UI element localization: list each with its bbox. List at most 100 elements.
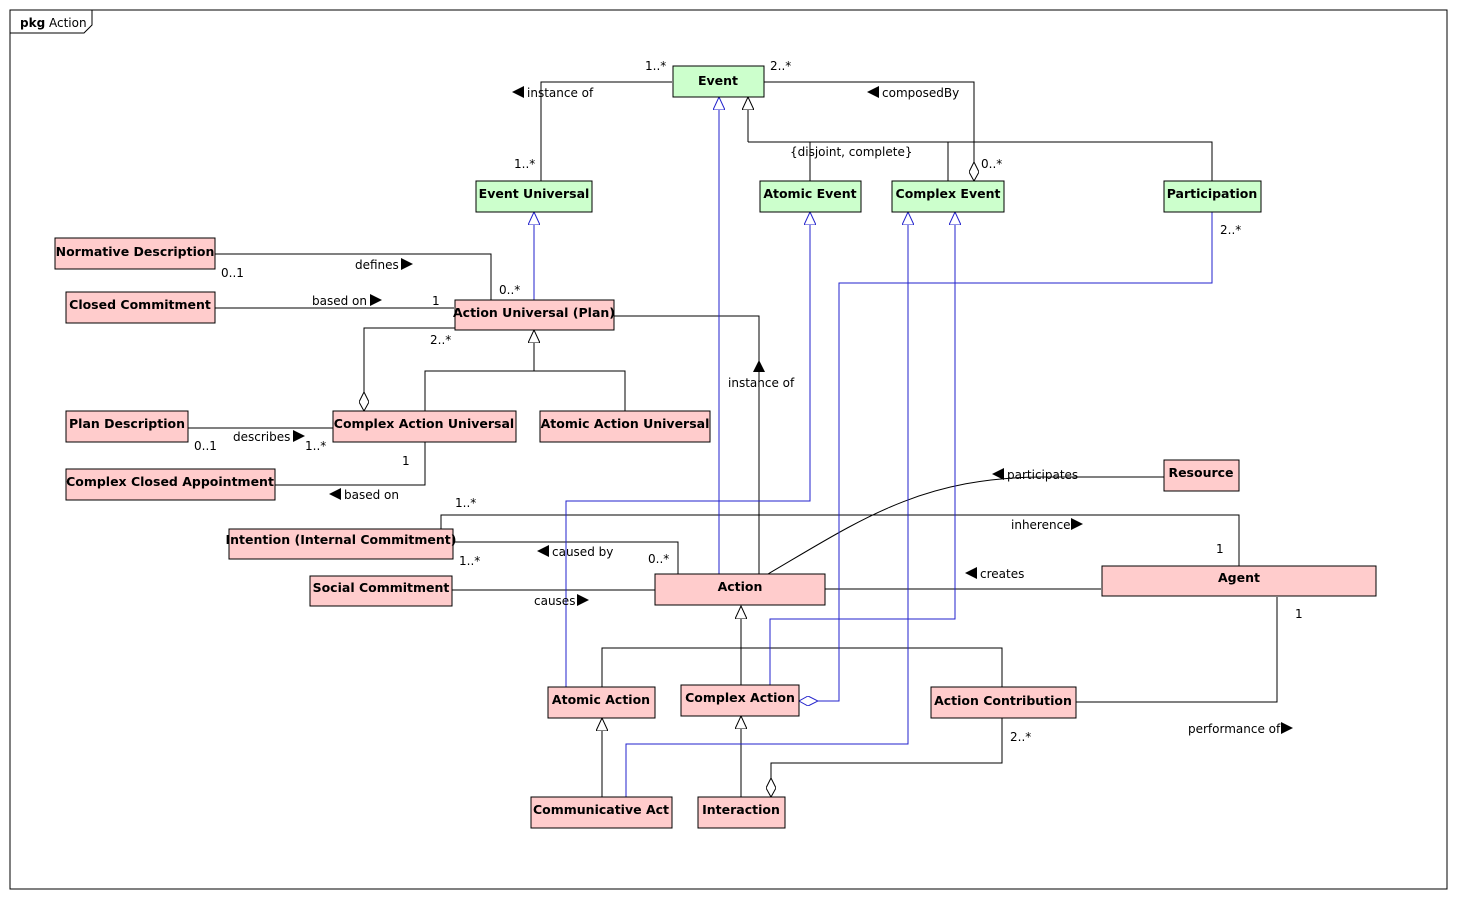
frame-keyword: pkg (20, 16, 45, 30)
class-event-label: Event (698, 73, 738, 88)
multiplicities: 1..* 2..* 1..* 0..* 2..* 0..1 0..* 1 2..… (194, 59, 1303, 744)
class-event[interactable]: Event (672, 65, 765, 98)
edge-event-instance-of (540, 81, 672, 181)
edge-communicative-act-to-complex-event (625, 212, 908, 797)
based-on-plan-arrow-icon (370, 294, 382, 306)
label-instance-of-event: instance of (527, 86, 594, 100)
label-performance-of: performance of (1188, 722, 1281, 736)
instance-of-action-arrow-icon (753, 360, 765, 372)
class-agent[interactable]: Agent (1101, 565, 1377, 597)
edge-gen-atomic-action (601, 647, 741, 687)
label-composed-by: composedBy (882, 86, 959, 100)
class-action-contribution-label: Action Contribution (934, 693, 1072, 708)
class-social-commitment[interactable]: Social Commitment (309, 575, 453, 607)
edge-inherence (440, 514, 1240, 566)
class-social-commitment-label: Social Commitment (313, 580, 450, 595)
mult-participation-bottom: 2..* (1220, 223, 1241, 237)
class-event-universal-label: Event Universal (479, 186, 590, 201)
mult-contribution-part: 2..* (1010, 730, 1031, 744)
class-atomic-event[interactable]: Atomic Event (759, 180, 862, 213)
edge-contribution-aggregation (771, 718, 1003, 797)
class-action-universal[interactable]: Action Universal (Plan) (453, 299, 615, 331)
participates-arrow-icon (992, 468, 1004, 480)
class-complex-closed-appointment[interactable]: Complex Closed Appointment (65, 468, 276, 501)
class-complex-action-universal-label: Complex Action Universal (334, 416, 514, 431)
composed-by-arrow-icon (867, 86, 879, 98)
label-creates: creates (980, 567, 1024, 581)
edge-plan-aggregation (364, 327, 455, 411)
edge-complex-action-to-complex-event (769, 212, 955, 685)
describes-arrow-icon (293, 430, 305, 442)
edge-gen-aau (534, 370, 626, 411)
class-normative-description[interactable]: Normative Description (54, 237, 216, 270)
mult-normative-end: 0..1 (221, 266, 244, 280)
class-intention-label: Intention (Internal Commitment) (225, 532, 456, 547)
label-constraint: {disjoint, complete} (790, 145, 912, 159)
class-atomic-action-universal-label: Atomic Action Universal (541, 416, 710, 431)
mult-event-left: 1..* (645, 59, 666, 73)
label-causes: causes (534, 594, 575, 608)
class-action-label: Action (718, 579, 763, 594)
class-atomic-action[interactable]: Atomic Action (547, 686, 656, 719)
edge-gen-cau (424, 370, 534, 411)
edge-action-instance-of (614, 315, 760, 574)
class-agent-label: Agent (1218, 570, 1260, 585)
based-on-complex-arrow-icon (329, 488, 341, 500)
class-closed-commitment[interactable]: Closed Commitment (65, 291, 216, 324)
label-instance-of-action: instance of (728, 376, 795, 390)
edge-based-on-complex (275, 442, 426, 486)
class-participation-label: Participation (1167, 186, 1258, 201)
edge-composed-by (764, 81, 974, 181)
class-complex-action-universal[interactable]: Complex Action Universal (332, 410, 517, 443)
mult-action-caused-by: 0..* (648, 552, 669, 566)
mult-plan-aggregate-end: 2..* (430, 333, 451, 347)
edge-gen-contribution (741, 647, 1003, 687)
instance-of-event-arrow-icon (512, 86, 524, 98)
label-participates: participates (1007, 468, 1078, 482)
class-interaction[interactable]: Interaction (697, 796, 786, 829)
mult-complex-universal-describes: 1..* (305, 439, 326, 453)
class-boxes: Event Event Universal Atomic Event Compl… (54, 65, 1377, 829)
caused-by-arrow-icon (537, 545, 549, 557)
label-defines: defines (355, 258, 399, 272)
class-intention[interactable]: Intention (Internal Commitment) (225, 528, 457, 560)
mult-event-universal-top: 1..* (514, 157, 535, 171)
causes-arrow-icon (577, 594, 589, 606)
class-action[interactable]: Action (654, 573, 826, 606)
edge-participates (767, 476, 1164, 575)
edge-defines (215, 253, 492, 300)
edge-caused-by (453, 541, 679, 574)
frame-name: Action (49, 16, 87, 30)
class-plan-description[interactable]: Plan Description (65, 410, 189, 443)
class-communicative-act[interactable]: Communicative Act (530, 796, 673, 829)
mult-complex-universal-based-on: 1 (402, 454, 410, 468)
label-describes: describes (233, 430, 290, 444)
class-atomic-action-label: Atomic Action (552, 692, 650, 707)
class-complex-action-label: Complex Action (685, 690, 795, 705)
class-complex-event[interactable]: Complex Event (891, 180, 1005, 213)
defines-arrow-icon (401, 258, 413, 270)
class-plan-description-label: Plan Description (69, 416, 185, 431)
class-resource[interactable]: Resource (1163, 459, 1240, 492)
mult-plan-based-on-end: 1 (432, 294, 440, 308)
class-complex-action[interactable]: Complex Action (680, 684, 800, 717)
performance-of-arrow-icon (1281, 722, 1293, 734)
class-atomic-action-universal[interactable]: Atomic Action Universal (539, 410, 711, 443)
class-resource-label: Resource (1168, 465, 1233, 480)
edge-atomic-action-to-atomic-event (565, 212, 810, 687)
edge-performance-of (1076, 597, 1278, 703)
edge-gen-participation (748, 141, 1213, 181)
class-normative-description-label: Normative Description (56, 244, 215, 259)
mult-plan-defines-end: 0..* (499, 283, 520, 297)
label-caused-by: caused by (552, 545, 613, 559)
class-complex-closed-appointment-label: Complex Closed Appointment (66, 474, 274, 489)
class-participation[interactable]: Participation (1163, 180, 1262, 213)
class-action-contribution[interactable]: Action Contribution (930, 686, 1077, 719)
association-labels: instance of composedBy {disjoint, comple… (233, 86, 1293, 736)
class-communicative-act-label: Communicative Act (533, 802, 669, 817)
class-event-universal[interactable]: Event Universal (475, 180, 593, 213)
package-frame: pkg Action (9, 9, 1448, 890)
mult-intention-inherence: 1..* (455, 496, 476, 510)
creates-arrow-icon (965, 567, 977, 579)
